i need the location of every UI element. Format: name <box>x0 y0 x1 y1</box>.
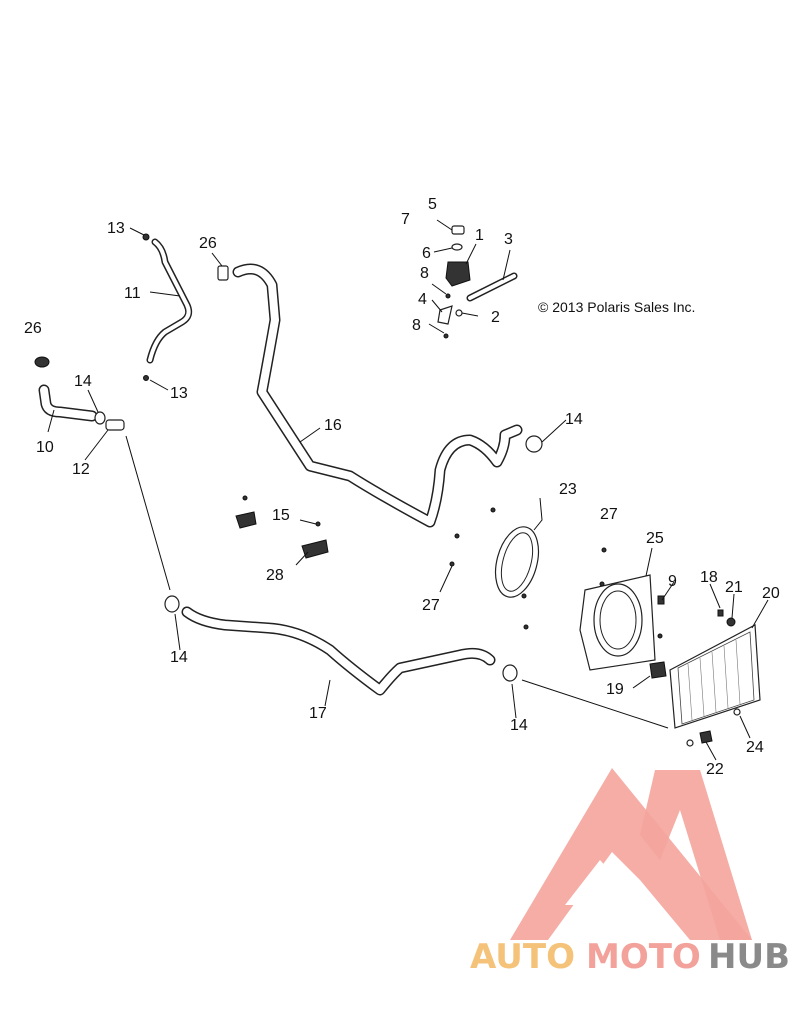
leader-lines <box>47 219 769 761</box>
callout-8a: 8 <box>420 265 429 282</box>
callout-7: 7 <box>401 211 410 228</box>
callout-4: 4 <box>418 291 427 308</box>
callout-6: 6 <box>422 245 431 262</box>
callout-27b: 27 <box>600 506 618 523</box>
callout-14d: 14 <box>510 717 528 734</box>
clamp-14d <box>502 664 518 682</box>
watermark-auto: AUTO <box>470 937 575 977</box>
callout-1: 1 <box>475 227 484 244</box>
callout-17: 17 <box>309 705 327 722</box>
callout-14a: 14 <box>74 373 92 390</box>
callout-10: 10 <box>36 439 54 456</box>
callout-16: 16 <box>324 417 342 434</box>
callout-13b: 13 <box>170 385 188 402</box>
callout-27a: 27 <box>422 597 440 614</box>
callout-9: 9 <box>668 573 677 590</box>
clamp-13b <box>143 375 149 381</box>
callout-22: 22 <box>706 761 724 778</box>
reservoir-assembly <box>437 225 518 339</box>
callout-14c: 14 <box>170 649 188 666</box>
callout-26b: 26 <box>24 320 42 337</box>
callout-25: 25 <box>646 530 664 547</box>
cap-26b <box>34 356 50 368</box>
callout-3: 3 <box>504 231 513 248</box>
clamp-13a <box>142 233 150 241</box>
cap-26a <box>217 265 229 281</box>
watermark-moto: MOTO <box>586 937 701 977</box>
callout-14b: 14 <box>565 411 583 428</box>
callout-24: 24 <box>746 739 764 756</box>
callout-21: 21 <box>725 579 743 596</box>
copyright-text: © 2013 Polaris Sales Inc. <box>538 299 695 315</box>
clamp-14a <box>94 411 106 425</box>
callout-2: 2 <box>491 309 500 326</box>
callout-12: 12 <box>72 461 90 478</box>
shroud-25 <box>579 574 656 671</box>
clamp-14b <box>525 435 543 453</box>
hose-16 <box>232 263 523 528</box>
callout-18: 18 <box>700 569 718 586</box>
fasteners <box>235 495 741 747</box>
callout-23: 23 <box>559 481 577 498</box>
radiator-20 <box>669 624 761 729</box>
callout-11: 11 <box>124 285 141 302</box>
fitting-12 <box>105 419 125 431</box>
callout-8b: 8 <box>412 317 421 334</box>
callout-15: 15 <box>272 507 290 524</box>
clamp-14c <box>164 595 180 613</box>
callout-20: 20 <box>762 585 780 602</box>
callout-13a: 13 <box>107 220 125 237</box>
callout-28: 28 <box>266 567 284 584</box>
callout-26a: 26 <box>199 235 217 252</box>
watermark-logo <box>510 768 752 940</box>
hose-10 <box>38 384 98 422</box>
watermark-hub: HUB <box>708 937 790 977</box>
hose-11 <box>146 238 193 364</box>
callout-19: 19 <box>606 681 624 698</box>
callout-5: 5 <box>428 196 437 213</box>
fan-ring-23 <box>494 497 543 598</box>
hose-17 <box>181 606 496 696</box>
